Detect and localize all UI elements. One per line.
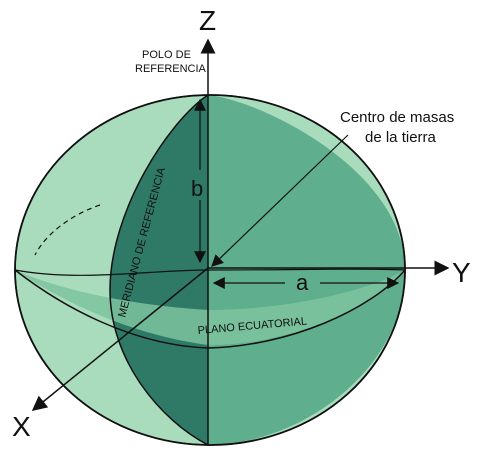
meridian-hidden (34, 204, 101, 256)
center-label-2: de la tierra (365, 129, 437, 146)
center-pointer (211, 134, 349, 267)
meridian-outline (109, 94, 209, 446)
reference-pole-label-1: POLO DE (142, 49, 191, 61)
x-axis-label: X (12, 411, 31, 442)
equatorial-band (15, 270, 405, 345)
center-label-1: Centro de masas (340, 109, 454, 126)
meridian-band (110, 95, 208, 445)
y-axis-label: Y (452, 257, 471, 288)
z-axis-label: Z (199, 5, 216, 36)
reference-pole-label-2: REFERENCIA (135, 63, 207, 75)
x-axis (31, 267, 209, 411)
semi-major-label: a (296, 270, 309, 295)
semi-minor-label: b (191, 176, 203, 201)
